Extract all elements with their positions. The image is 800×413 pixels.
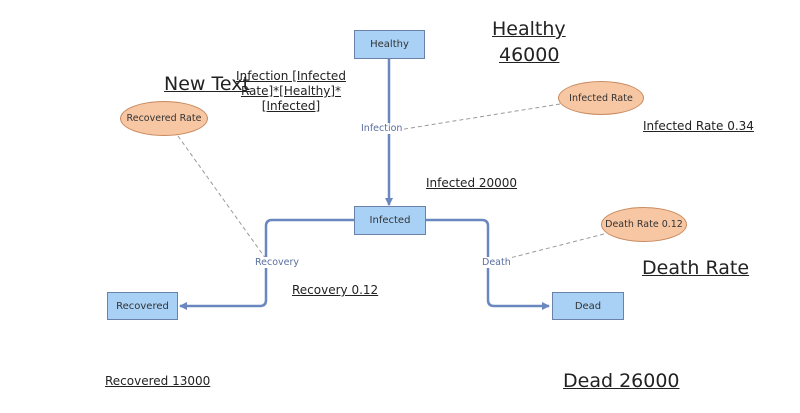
node-dead[interactable]: Dead — [552, 292, 624, 320]
param-recovered-rate[interactable]: Recovered Rate — [120, 101, 208, 136]
link-recovered-rate — [177, 135, 267, 260]
flow-recovery-label: Recovery — [254, 257, 301, 268]
recovered-value: Recovered 13000 — [105, 374, 211, 388]
healthy-value: 46000 — [499, 44, 560, 66]
node-healthy[interactable]: Healthy — [354, 30, 425, 59]
recovery-value: Recovery 0.12 — [292, 283, 379, 297]
param-infected-rate[interactable]: Infected Rate — [558, 81, 644, 115]
param-death-rate[interactable]: Death Rate 0.12 — [601, 207, 687, 242]
node-infected[interactable]: Infected — [354, 206, 426, 235]
infected-rate-value: Infected Rate 0.34 — [643, 119, 754, 133]
new-text-label: New Text — [164, 73, 250, 95]
link-death-rate — [493, 233, 605, 263]
infected-value: Infected 20000 — [426, 176, 518, 190]
flow-death-label: Death — [481, 257, 512, 268]
flow-infection-label: Infection — [360, 123, 404, 134]
param-infected-rate-label: Infected Rate — [569, 92, 633, 104]
node-dead-label: Dead — [574, 300, 602, 312]
node-recovered-label: Recovered — [116, 300, 169, 312]
node-healthy-label: Healthy — [370, 39, 409, 50]
param-death-rate-label: Death Rate 0.12 — [605, 219, 683, 230]
node-infected-label: Infected — [369, 215, 411, 226]
death-rate-title: Death Rate — [642, 257, 750, 279]
healthy-title: Healthy — [492, 18, 566, 40]
dead-value: Dead 26000 — [563, 370, 680, 392]
node-recovered[interactable]: Recovered — [107, 292, 178, 320]
param-recovered-rate-label: Recovered Rate — [126, 113, 202, 124]
link-infected-rate — [391, 103, 561, 132]
infection-formula: Infection [Infected Rate]*[Healthy]*[Inf… — [236, 69, 346, 113]
